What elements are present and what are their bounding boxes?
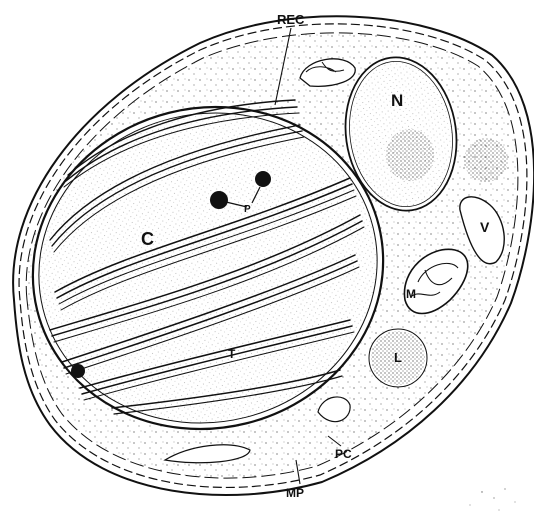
label-mitochondrion: M	[406, 287, 416, 301]
label-thylakoid: T	[228, 347, 236, 361]
scan-speckle	[470, 488, 516, 510]
label-vacuole: V	[480, 219, 490, 235]
label-rec: REC	[277, 12, 305, 27]
label-chloroplast: C	[141, 229, 154, 249]
label-nucleus: N	[391, 91, 403, 110]
dense-body	[464, 138, 508, 182]
label-lipid: L	[394, 350, 402, 365]
label-membrane: MP	[286, 486, 304, 500]
label-pyrenoid: P	[244, 204, 251, 215]
label-plasmalemma: PC	[335, 447, 352, 461]
